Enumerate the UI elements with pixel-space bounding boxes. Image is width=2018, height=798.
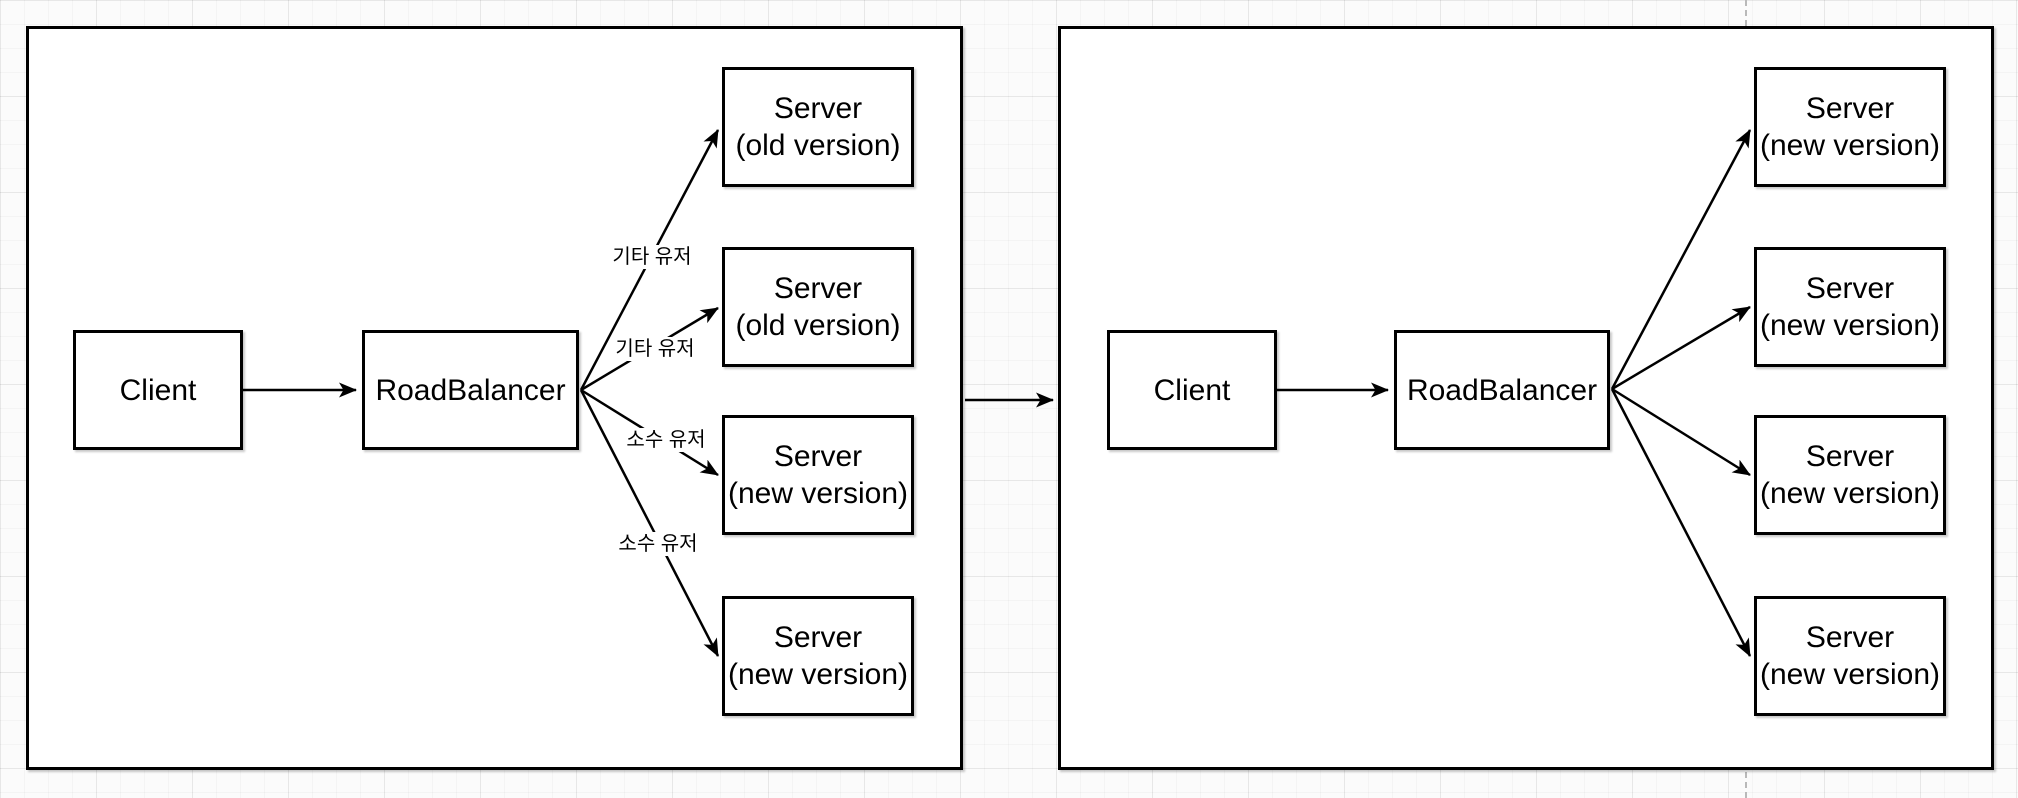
node-server-right-2[interactable]: Server (new version) — [1754, 247, 1946, 367]
server-version: (new version) — [1759, 477, 1941, 510]
node-server-left-4[interactable]: Server (new version) — [722, 596, 914, 716]
node-server-left-2[interactable]: Server (old version) — [722, 247, 914, 367]
node-server-right-1[interactable]: Server (new version) — [1754, 67, 1946, 187]
node-server-right-4[interactable]: Server (new version) — [1754, 596, 1946, 716]
server-version: (old version) — [735, 129, 901, 162]
node-balancer-right[interactable]: RoadBalancer — [1394, 330, 1610, 450]
edge-label-minority-users-2[interactable]: 소수 유저 — [615, 532, 701, 556]
edge-label-minority-users-1[interactable]: 소수 유저 — [623, 428, 709, 452]
node-server-left-3[interactable]: Server (new version) — [722, 415, 914, 535]
node-balancer-left-label: RoadBalancer — [375, 373, 566, 407]
edge-label-other-users-1[interactable]: 기타 유저 — [609, 245, 695, 269]
server-version: (new version) — [1759, 129, 1941, 162]
edge-label-other-users-2[interactable]: 기타 유저 — [612, 337, 698, 361]
node-server-right-3[interactable]: Server (new version) — [1754, 415, 1946, 535]
node-server-left-1[interactable]: Server (old version) — [722, 67, 914, 187]
server-name: Server — [773, 92, 863, 125]
server-version: (new version) — [1759, 309, 1941, 342]
server-version: (new version) — [727, 658, 909, 691]
node-balancer-right-label: RoadBalancer — [1406, 373, 1598, 407]
node-balancer-left[interactable]: RoadBalancer — [362, 330, 579, 450]
server-name: Server — [773, 621, 863, 654]
node-client-left-label: Client — [119, 373, 197, 407]
server-name: Server — [1805, 272, 1895, 305]
node-client-right-label: Client — [1153, 373, 1231, 407]
server-name: Server — [1805, 440, 1895, 473]
server-name: Server — [1805, 621, 1895, 654]
server-version: (new version) — [1759, 658, 1941, 691]
server-name: Server — [1805, 92, 1895, 125]
node-client-left[interactable]: Client — [73, 330, 243, 450]
server-version: (old version) — [735, 309, 901, 342]
server-version: (new version) — [727, 477, 909, 510]
server-name: Server — [773, 272, 863, 305]
node-client-right[interactable]: Client — [1107, 330, 1277, 450]
server-name: Server — [773, 440, 863, 473]
